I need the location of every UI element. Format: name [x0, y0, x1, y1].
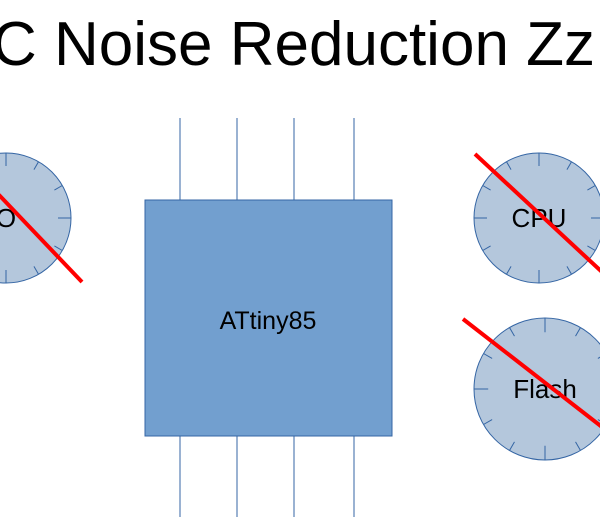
clock-tick — [597, 419, 600, 422]
clock-tick — [509, 441, 515, 451]
clock-tick — [54, 245, 63, 251]
clock-tick — [506, 266, 512, 275]
clock-io-strike — [0, 193, 84, 284]
clock-cpu: CPU — [473, 152, 600, 284]
clock-tick — [566, 161, 572, 170]
clock-tick — [483, 419, 493, 425]
clock-tick — [506, 161, 512, 170]
clock-tick — [482, 245, 491, 251]
clock-tick — [509, 327, 515, 337]
clock-flash-strike — [461, 317, 600, 428]
clock-cpu-strike — [473, 152, 600, 273]
clock-tick — [566, 266, 572, 275]
slide-title: C Noise Reduction Zz — [0, 10, 595, 79]
clock-tick — [482, 185, 491, 191]
chip-label: ATtiny85 — [220, 307, 317, 335]
clock-tick — [483, 353, 493, 359]
clock-tick — [575, 327, 581, 337]
clock-tick — [575, 441, 581, 451]
clock-tick — [587, 245, 596, 251]
clock-flash-ticks — [474, 318, 600, 460]
clock-tick — [33, 266, 39, 275]
clock-io-ticks — [5, 153, 71, 283]
clock-tick — [33, 161, 39, 170]
chip: ATtiny85 — [144, 199, 393, 437]
chip-pins — [179, 118, 355, 517]
clock-cpu-ticks — [474, 153, 600, 283]
chip-body — [144, 199, 393, 437]
clock-tick — [587, 185, 596, 191]
clock-io: O — [0, 152, 84, 284]
clock-cpu-label: CPU — [512, 203, 567, 233]
clock-flash: Flash — [461, 317, 600, 461]
clock-tick — [54, 185, 63, 191]
clock-tick — [597, 356, 600, 359]
